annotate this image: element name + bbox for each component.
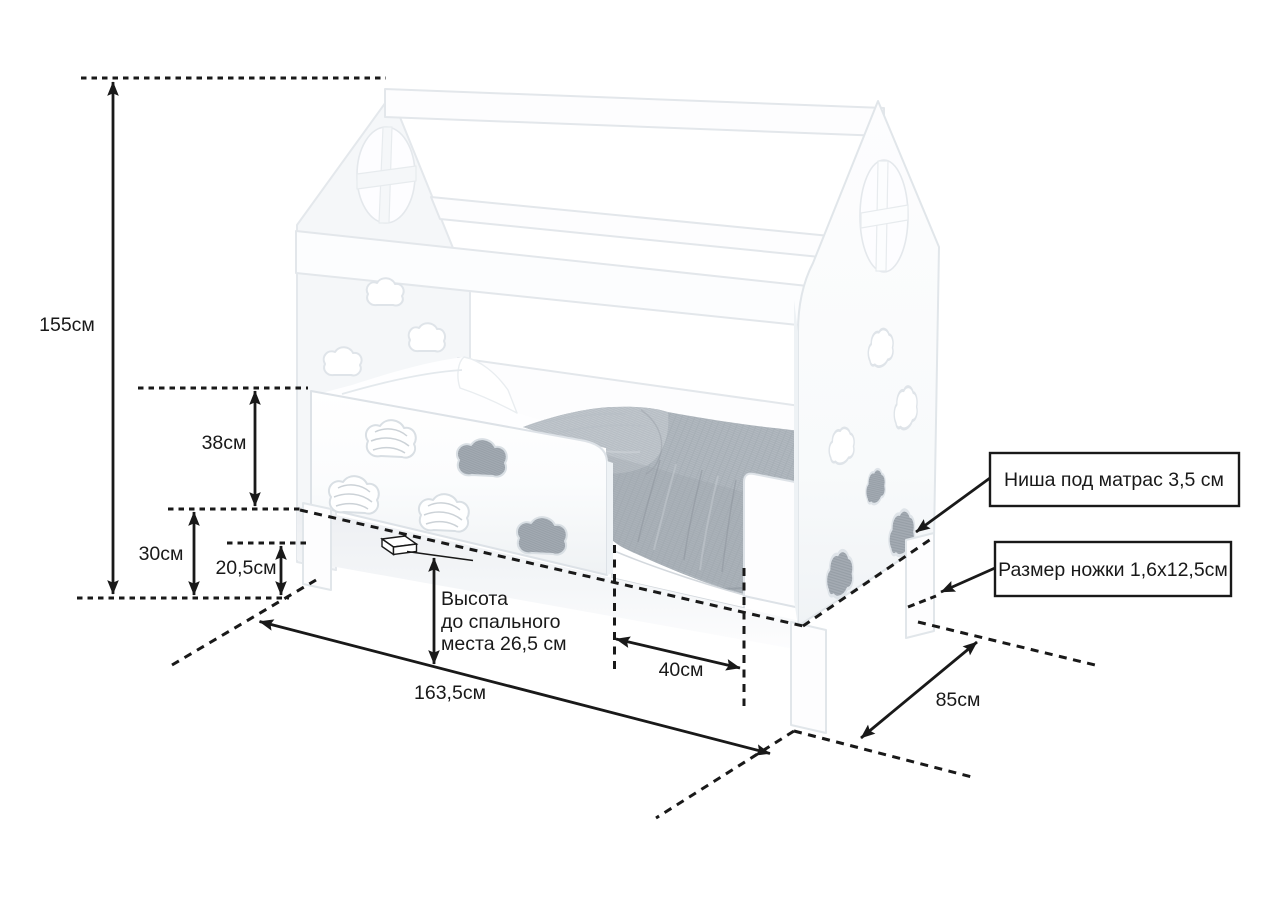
svg-text:Высота: Высота: [441, 588, 508, 610]
svg-text:163,5см: 163,5см: [414, 682, 486, 704]
svg-text:Размер ножки 1,6х12,5см: Размер ножки 1,6х12,5см: [998, 559, 1228, 581]
svg-text:38см: 38см: [202, 432, 247, 454]
svg-text:40см: 40см: [659, 659, 704, 681]
svg-text:85см: 85см: [936, 689, 981, 711]
svg-text:155см: 155см: [39, 314, 95, 336]
svg-text:30см: 30см: [139, 543, 184, 565]
svg-text:места 26,5 см: места 26,5 см: [441, 633, 567, 655]
svg-text:Ниша под матрас 3,5 см: Ниша под матрас 3,5 см: [1004, 469, 1224, 491]
svg-text:20,5см: 20,5см: [215, 557, 276, 579]
svg-text:до спального: до спального: [441, 611, 561, 633]
